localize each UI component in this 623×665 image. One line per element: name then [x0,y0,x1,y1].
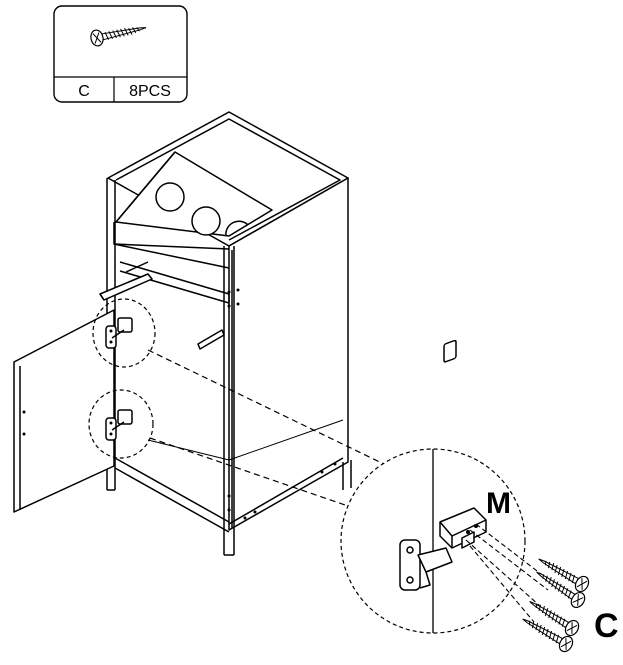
opening-1 [155,182,185,212]
lower-hinge [105,409,133,441]
upper-hinge [105,317,133,349]
parts-box: C 8PCS [53,5,188,103]
part-quantity: 8PCS [129,83,171,100]
opening-2 [191,206,221,236]
cabinet [99,111,352,556]
part-letter: C [78,83,90,100]
hinge-label: M [486,487,511,520]
screw-label: C [594,607,619,645]
magnified-callout [340,339,592,655]
callout-leader-lines [147,349,389,507]
cabinet-door [13,309,133,513]
hinge-detail [399,339,487,591]
hinge-highlight-circles [88,298,156,459]
